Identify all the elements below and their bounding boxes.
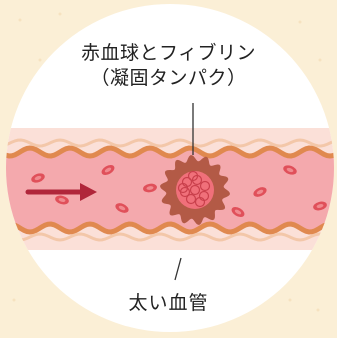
vessel-label: 太い血管 xyxy=(0,288,337,315)
clot-inner xyxy=(176,171,214,209)
clot-subtitle-label: （凝固タンパク） xyxy=(0,63,337,90)
clot-title-label: 赤血球とフィブリン xyxy=(0,38,337,65)
